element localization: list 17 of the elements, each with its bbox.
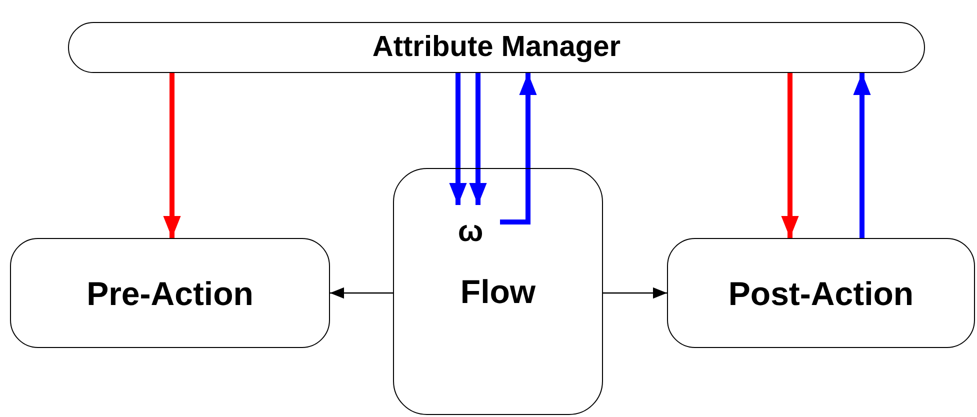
process-box xyxy=(10,238,330,348)
manager-box xyxy=(68,22,925,73)
process-box xyxy=(667,238,975,348)
arrow xyxy=(781,73,799,238)
node-label: ω xyxy=(458,216,484,246)
node-label: Flow xyxy=(460,275,536,308)
arrow xyxy=(500,73,537,224)
process-box xyxy=(393,168,603,415)
arrow xyxy=(469,73,487,205)
node-label: Pre-Action xyxy=(86,276,254,310)
arrow xyxy=(163,73,181,238)
arrow xyxy=(603,287,667,299)
node-label: Post-Action xyxy=(728,276,914,310)
arrow xyxy=(853,73,871,238)
node-label: Attribute Manager xyxy=(372,33,621,62)
arrow xyxy=(449,73,467,205)
arrow xyxy=(330,287,393,299)
